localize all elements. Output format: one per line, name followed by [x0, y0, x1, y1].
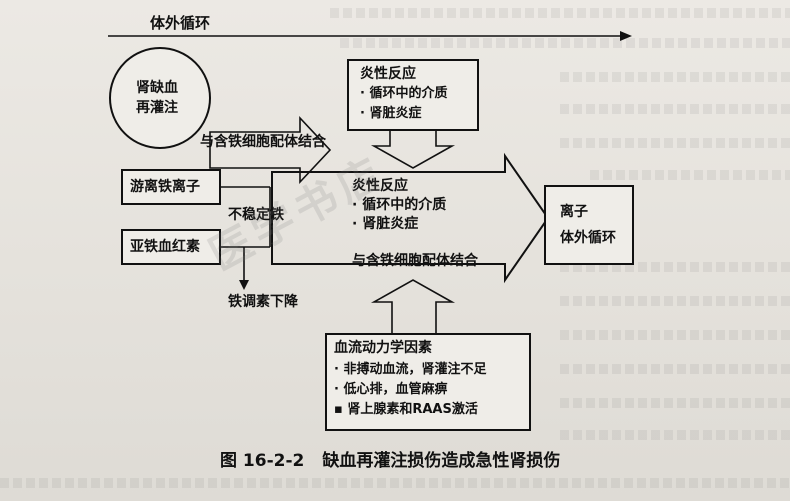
inflammation-top-box — [347, 59, 479, 131]
ischemia-line-2: 再灌注 — [136, 100, 178, 116]
outcome-box — [544, 185, 634, 265]
ferritin-arrowhead — [239, 280, 249, 290]
hemodynamic-item-2: · 低心排，血管麻痹 — [334, 382, 448, 397]
central-bottom-label: 与含铁细胞配体结合 — [352, 253, 478, 269]
outcome-line-1: 离子 — [560, 204, 588, 220]
outcome-line-2: 体外循环 — [560, 230, 616, 246]
iron-binding-label-top: 与含铁细胞配体结合 — [200, 134, 326, 150]
central-line-3: · 肾脏炎症 — [352, 216, 419, 232]
figure-number: 图 16-2-2 — [220, 451, 305, 471]
ferritin-down-label: 铁调素下降 — [228, 294, 298, 310]
inflammation-top-title: 炎性反应 — [360, 66, 416, 82]
ischemia-circle — [109, 47, 211, 149]
bottom-up-arrow — [370, 279, 456, 335]
free-iron-label: 游离铁离子 — [130, 179, 200, 195]
figure-caption: 图 16-2-2 缺血再灌注损伤造成急性肾损伤 — [220, 446, 600, 471]
figure-title: 缺血再灌注损伤造成急性肾损伤 — [322, 451, 561, 471]
hemodynamic-item-3: ▪ 肾上腺素和RAAS激活 — [334, 402, 478, 417]
central-line-2: · 循环中的介质 — [352, 197, 447, 213]
top-down-arrow — [370, 129, 456, 169]
heme-label: 亚铁血红素 — [130, 239, 200, 255]
upper-band-arrow — [209, 115, 332, 185]
inflammation-top-item-2: · 肾脏炎症 — [360, 106, 422, 121]
unstable-iron-label: 不稳定铁 — [228, 207, 284, 223]
top-flow-arrowhead — [620, 31, 632, 41]
central-hollow-arrow — [271, 152, 550, 284]
hemodynamic-box — [325, 333, 531, 431]
hemodynamic-item-1: · 非搏动血流，肾灌注不足 — [334, 362, 487, 377]
top-flow-label: 体外循环 — [150, 14, 211, 32]
inflammation-top-item-1: · 循环中的介质 — [360, 86, 448, 101]
ischemia-line-1: 肾缺血 — [136, 80, 178, 96]
central-line-1: 炎性反应 — [352, 178, 408, 194]
hemodynamic-title: 血流动力学因素 — [334, 340, 432, 356]
